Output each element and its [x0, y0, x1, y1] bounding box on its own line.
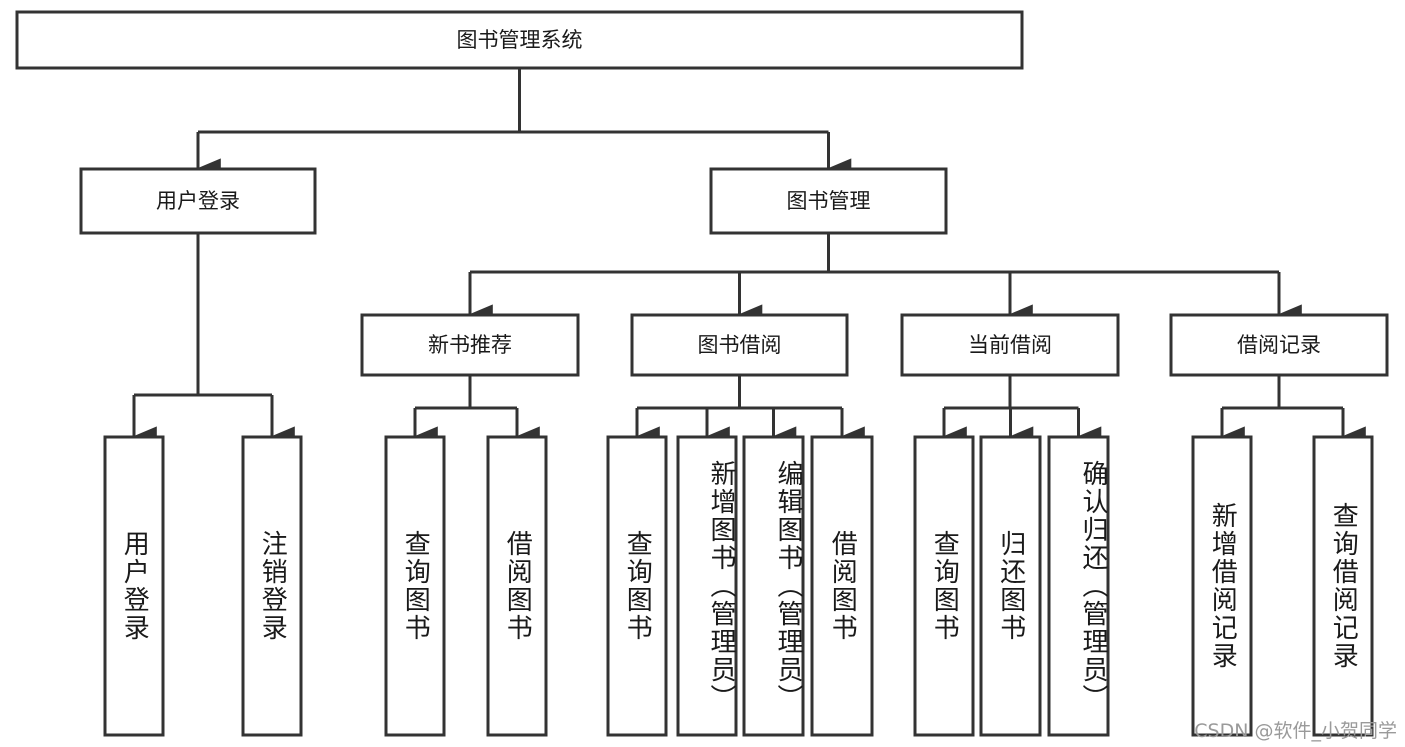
- edges-layer: [132, 68, 1366, 446]
- node-leaf-user-login[interactable]: [103, 435, 165, 737]
- node-borrow-record-rect[interactable]: [1169, 313, 1389, 377]
- node-book-borrow-rect[interactable]: [630, 313, 849, 377]
- node-leaf-borrow-book-rec-rect[interactable]: [486, 435, 548, 737]
- node-borrow-record-label: 借阅记录: [1237, 333, 1321, 357]
- node-new-book-rec-label: 新书推荐: [428, 333, 512, 357]
- node-leaf-borrow-book-rect[interactable]: [810, 435, 874, 737]
- node-current-borrow-rect[interactable]: [900, 313, 1120, 377]
- watermark-text: CSDN @软件_小贺同学: [1194, 720, 1397, 742]
- node-book-manage-rect[interactable]: [709, 167, 948, 235]
- node-leaf-add-borrow-record[interactable]: [1191, 435, 1253, 737]
- node-leaf-query-book-current[interactable]: [913, 435, 975, 737]
- node-leaf-query-book-current-rect[interactable]: [913, 435, 975, 737]
- node-root-rect[interactable]: [15, 10, 1024, 70]
- node-root-label: 图书管理系统: [457, 28, 583, 52]
- node-root[interactable]: 图书管理系统: [15, 10, 1024, 70]
- node-leaf-query-book-rec-rect[interactable]: [384, 435, 446, 737]
- node-leaf-query-borrow-record-rect[interactable]: [1312, 435, 1374, 737]
- node-leaf-query-borrow-record[interactable]: [1312, 435, 1374, 737]
- node-leaf-borrow-book-rec[interactable]: [486, 435, 548, 737]
- node-book-manage-label: 图书管理: [787, 189, 871, 213]
- node-user-login-label: 用户登录: [156, 189, 240, 213]
- node-leaf-logout-login[interactable]: [241, 435, 303, 737]
- node-leaf-borrow-book[interactable]: [810, 435, 874, 737]
- node-leaf-user-login-rect[interactable]: [103, 435, 165, 737]
- node-leaf-query-book-rec[interactable]: [384, 435, 446, 737]
- node-leaf-add-book-admin[interactable]: [676, 435, 738, 737]
- node-book-manage[interactable]: 图书管理: [709, 167, 948, 235]
- node-current-borrow-label: 当前借阅: [968, 333, 1052, 357]
- node-book-borrow-label: 图书借阅: [698, 333, 782, 357]
- node-leaf-return-book-rect[interactable]: [979, 435, 1042, 737]
- node-leaf-query-book-borrow[interactable]: [606, 435, 668, 737]
- node-user-login-rect[interactable]: [79, 167, 317, 235]
- node-leaf-logout-login-rect[interactable]: [241, 435, 303, 737]
- node-leaf-edit-book-admin[interactable]: [742, 435, 805, 737]
- node-leaf-confirm-return-admin-rect[interactable]: [1047, 435, 1110, 737]
- node-leaf-return-book[interactable]: [979, 435, 1042, 737]
- node-leaf-add-book-admin-rect[interactable]: [676, 435, 738, 737]
- node-leaf-query-book-borrow-rect[interactable]: [606, 435, 668, 737]
- node-new-book-rec[interactable]: 新书推荐: [360, 313, 580, 377]
- node-leaf-confirm-return-admin[interactable]: [1047, 435, 1110, 737]
- node-book-borrow[interactable]: 图书借阅: [630, 313, 849, 377]
- node-user-login[interactable]: 用户登录: [79, 167, 317, 235]
- node-current-borrow[interactable]: 当前借阅: [900, 313, 1120, 377]
- node-new-book-rec-rect[interactable]: [360, 313, 580, 377]
- node-leaf-add-borrow-record-rect[interactable]: [1191, 435, 1253, 737]
- node-leaf-edit-book-admin-rect[interactable]: [742, 435, 805, 737]
- node-borrow-record[interactable]: 借阅记录: [1169, 313, 1389, 377]
